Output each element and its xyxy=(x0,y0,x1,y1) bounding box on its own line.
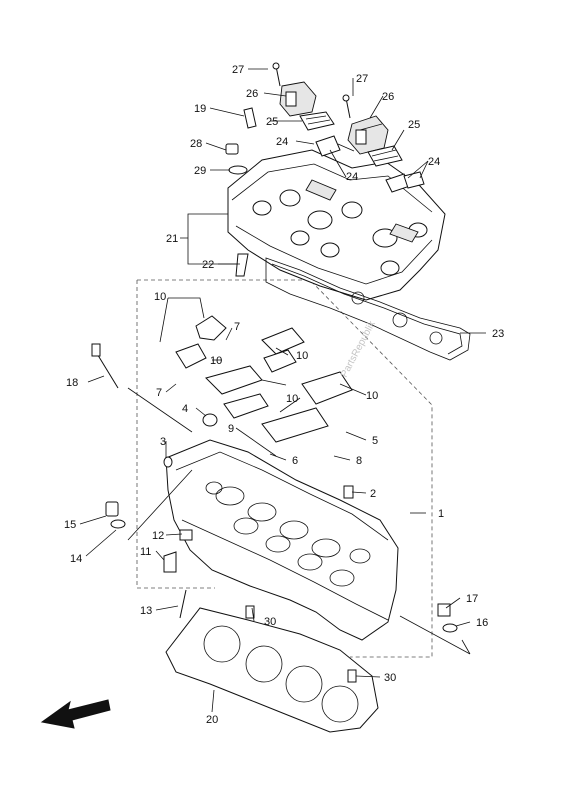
callout-30-top: 30 xyxy=(264,616,276,628)
callout-27-top: 27 xyxy=(232,64,244,76)
breather-pieces xyxy=(315,135,425,193)
callout-17: 17 xyxy=(466,593,478,605)
callout-7-left: 7 xyxy=(156,387,162,399)
callout-11: 11 xyxy=(140,546,151,558)
cover-gasket xyxy=(265,257,471,361)
callout-7-top: 7 xyxy=(234,321,240,333)
camshaft-caps xyxy=(175,315,353,443)
callout-labels: 27 26 25 27 26 25 24 24 24 19 28 29 21 2… xyxy=(64,64,504,726)
callout-22: 22 xyxy=(202,259,214,271)
callout-1: 1 xyxy=(438,508,444,520)
cylinder-head-cover xyxy=(227,149,446,301)
coil-seal-left xyxy=(299,111,335,131)
callout-18: 18 xyxy=(66,377,78,389)
ignition-coil-left xyxy=(279,81,317,117)
callout-13: 13 xyxy=(140,605,152,617)
callout-30-bottom: 30 xyxy=(384,672,396,684)
callout-3: 3 xyxy=(160,436,166,448)
callout-leaders xyxy=(79,68,486,713)
cover-bolts xyxy=(225,62,351,277)
callout-6: 6 xyxy=(292,455,298,467)
callout-12: 12 xyxy=(152,530,164,542)
front-arrow-icon xyxy=(40,699,111,729)
callout-2: 2 xyxy=(370,488,376,500)
callout-28: 28 xyxy=(190,138,202,150)
callout-29: 29 xyxy=(194,165,206,177)
callout-10-b: 10 xyxy=(296,350,308,362)
callout-24-right: 24 xyxy=(428,156,440,168)
callout-27-right: 27 xyxy=(356,73,368,85)
callout-24-left: 24 xyxy=(276,136,288,148)
callout-25-left: 25 xyxy=(266,116,278,128)
cylinder-head xyxy=(165,439,399,641)
callout-9: 9 xyxy=(228,423,234,435)
callout-20: 20 xyxy=(206,714,218,726)
callout-21: 21 xyxy=(166,233,178,245)
callout-25-right: 25 xyxy=(408,119,420,131)
callout-26-left: 26 xyxy=(246,88,258,100)
assembly-group-outline xyxy=(136,279,433,658)
callout-26-right: 26 xyxy=(382,91,394,103)
callout-10-e: 10 xyxy=(286,393,298,405)
watermark-text: PartsRepublik xyxy=(339,318,378,379)
callout-19: 19 xyxy=(194,103,206,115)
callout-23: 23 xyxy=(492,328,504,340)
callout-16: 16 xyxy=(476,617,488,629)
callout-10-d: 10 xyxy=(366,390,378,402)
callout-8: 8 xyxy=(356,455,362,467)
callout-10-a: 10 xyxy=(154,291,166,303)
coil-seal-right xyxy=(367,145,403,167)
callout-5: 5 xyxy=(372,435,378,447)
head-gasket xyxy=(165,607,379,733)
callout-4: 4 xyxy=(182,403,188,415)
callout-24-mid: 24 xyxy=(346,171,358,183)
callout-14: 14 xyxy=(70,553,82,565)
callout-15: 15 xyxy=(64,519,76,531)
callout-10-c: 10 xyxy=(210,355,222,367)
